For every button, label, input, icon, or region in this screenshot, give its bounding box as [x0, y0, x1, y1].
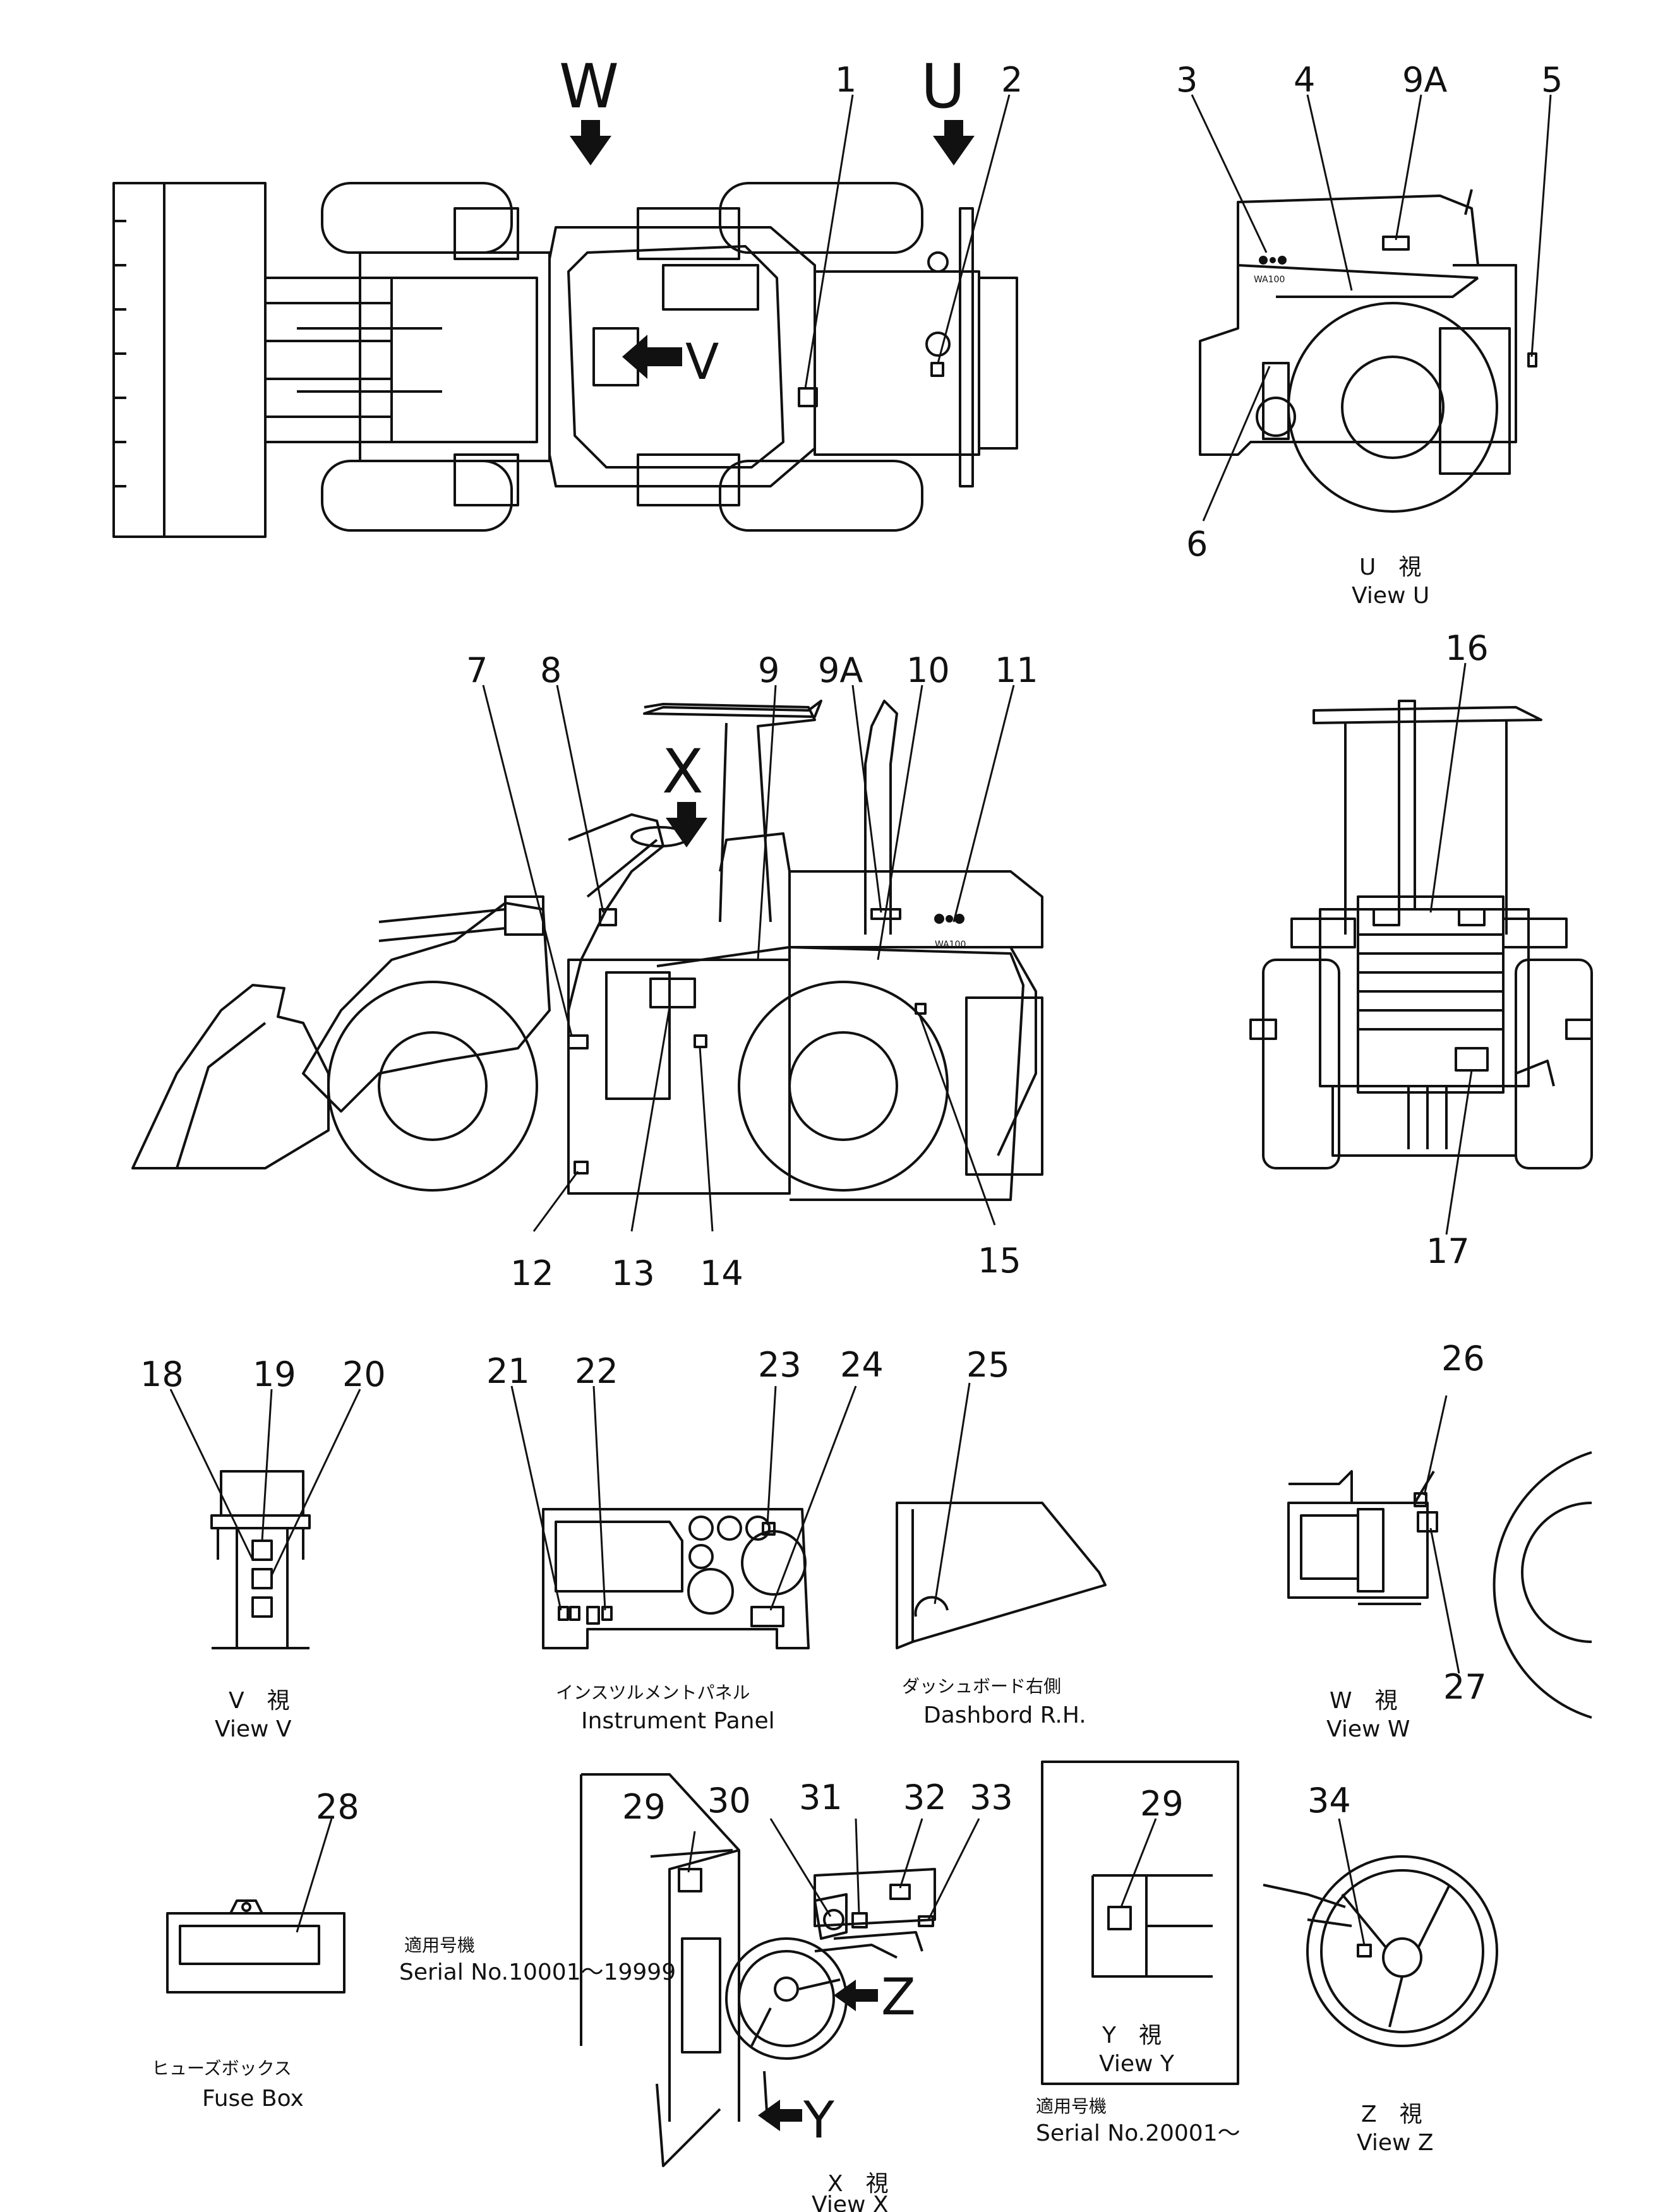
view-u-drawing: WA100: [1191, 94, 1552, 522]
dashboard-caption: Dashbord R.H.: [923, 1702, 1086, 1728]
view-y-letter: Y: [803, 2091, 835, 2149]
view-w-drawing: [1287, 1395, 1592, 1719]
callout-15: 15: [978, 1241, 1021, 1281]
model-badge-u: WA100: [1254, 275, 1285, 285]
logo-badge-icon: [1259, 256, 1287, 265]
callout-5: 5: [1541, 60, 1563, 100]
view-w-caption: View W: [1326, 1716, 1410, 1742]
callout-19: 19: [253, 1354, 296, 1394]
fuse-box-caption-jp: ヒューズボックス: [152, 2058, 292, 2079]
callout-20: 20: [342, 1354, 386, 1394]
fuse-box-caption: Fuse Box: [202, 2086, 304, 2112]
view-v-caption: View V: [215, 1716, 292, 1742]
view-v-caption-jp: V 視: [229, 1688, 290, 1714]
arrow-down-icon: [933, 120, 975, 165]
callout-27: 27: [1443, 1667, 1487, 1707]
callout-4: 4: [1294, 60, 1315, 100]
callout-18: 18: [140, 1354, 184, 1394]
callout-21: 21: [486, 1351, 530, 1391]
top-view-loader: [112, 94, 1018, 538]
view-z-letter: Z: [881, 1968, 916, 2026]
callout-7: 7: [466, 650, 488, 690]
view-y-drawing: [1041, 1761, 1239, 2085]
view-u-caption-jp: U 視: [1359, 554, 1421, 580]
callout-1: 1: [835, 60, 856, 100]
callout-22: 22: [575, 1351, 618, 1391]
callout-10: 10: [906, 650, 950, 690]
callout-25: 25: [966, 1345, 1010, 1385]
instrument-panel-drawing: [510, 1385, 857, 1649]
view-z-drawing: [1263, 1818, 1498, 2047]
callout-12: 12: [510, 1253, 554, 1293]
callout-29-x: 29: [622, 1787, 666, 1827]
callout-14: 14: [700, 1253, 743, 1293]
dashboard-rh-drawing: [896, 1382, 1107, 1649]
callout-2: 2: [1001, 60, 1023, 100]
serial-range-2-jp: 適用号機: [1036, 2096, 1107, 2117]
logo-badge-icon: [934, 914, 964, 924]
view-u-letter: U: [921, 51, 965, 122]
view-z-caption-jp: Z 視: [1361, 2101, 1422, 2127]
callout-34: 34: [1307, 1781, 1351, 1820]
dashboard-caption-jp: ダッシュボード右側: [902, 1676, 1061, 1697]
callout-11: 11: [995, 650, 1038, 690]
callout-13: 13: [611, 1253, 655, 1293]
callout-28: 28: [316, 1787, 359, 1827]
callout-17: 17: [1426, 1231, 1470, 1271]
view-w-letter: W: [559, 51, 619, 122]
rear-view-loader: [1249, 662, 1593, 1235]
view-x-letter: X: [662, 736, 704, 807]
view-x-caption-jp: X 視: [827, 2171, 889, 2197]
arrow-icon: [622, 335, 682, 379]
view-v-letter: V: [685, 334, 719, 391]
serial-range-1: Serial No.10001～19999: [399, 1959, 676, 1985]
arrow-icon: [834, 1980, 878, 2011]
callout-3: 3: [1176, 60, 1198, 100]
view-x-drawing: [580, 1773, 980, 2167]
callout-6: 6: [1186, 524, 1208, 564]
view-v-drawing: [169, 1389, 361, 1649]
view-y-caption: View Y: [1099, 2051, 1175, 2077]
view-y-caption-jp: Y 視: [1102, 2023, 1162, 2048]
callout-30: 30: [707, 1781, 751, 1820]
callout-23: 23: [758, 1345, 802, 1385]
serial-range-1-jp: 適用号機: [404, 1935, 475, 1956]
instrument-panel-caption-jp: インスツルメントパネル: [556, 1682, 750, 1703]
arrow-icon: [758, 2100, 802, 2131]
callout-9a: 9A: [818, 650, 863, 690]
side-view-loader: WA100: [131, 685, 1043, 1232]
view-x-caption: View X: [812, 2192, 889, 2212]
view-w-caption-jp: W 視: [1330, 1688, 1398, 1714]
callout-16: 16: [1445, 628, 1489, 668]
callout-29-y: 29: [1140, 1784, 1184, 1824]
serial-range-2: Serial No.20001～: [1036, 2120, 1240, 2146]
fuse-box-drawing: [166, 1818, 345, 1994]
instrument-panel-caption: Instrument Panel: [581, 1708, 775, 1734]
arrow-down-icon: [570, 120, 611, 165]
callout-26: 26: [1441, 1339, 1485, 1378]
model-badge-side: WA100: [935, 940, 966, 950]
arrow-down-icon: [666, 802, 707, 847]
callout-31: 31: [799, 1778, 843, 1817]
view-z-caption: View Z: [1357, 2130, 1434, 2156]
callout-24: 24: [840, 1345, 884, 1385]
callout-32: 32: [903, 1778, 947, 1817]
callout-8: 8: [540, 650, 562, 690]
callout-9: 9: [758, 650, 779, 690]
view-u-caption: View U: [1352, 583, 1429, 609]
callout-9a-top: 9A: [1402, 60, 1447, 100]
callout-33: 33: [970, 1778, 1013, 1817]
